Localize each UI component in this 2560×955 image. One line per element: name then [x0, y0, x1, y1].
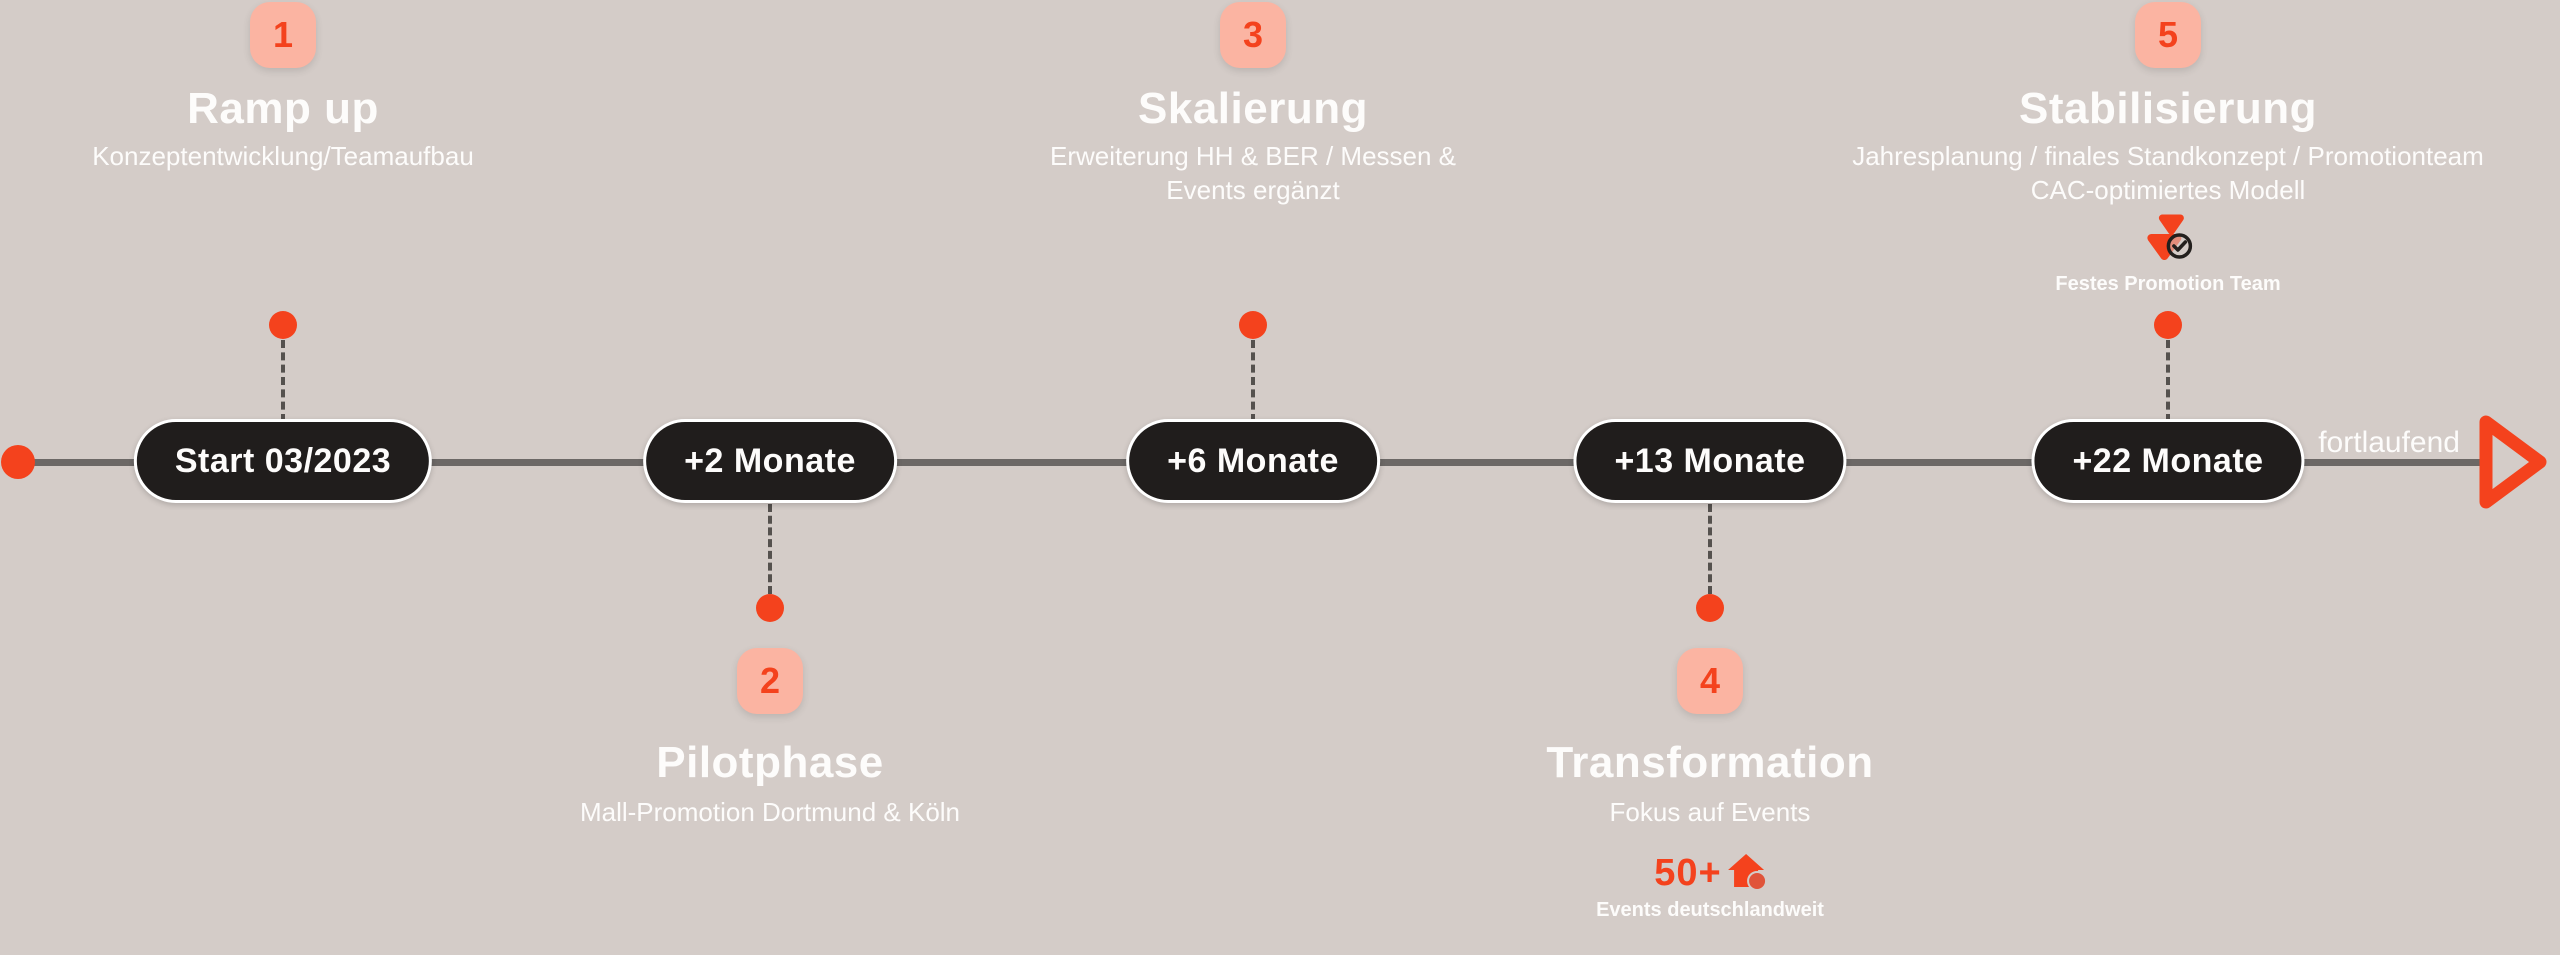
dashed-connector: [281, 340, 285, 422]
milestone-label: +6 Monate: [1167, 441, 1339, 480]
phase-title: Ramp up: [187, 84, 379, 133]
phase-number-badge: 4: [1677, 648, 1743, 714]
phase-subtitle: Events ergänzt: [1166, 175, 1340, 205]
phase-title: Stabilisierung: [2019, 84, 2317, 133]
events-label: Events deutschlandweit: [1596, 899, 1824, 921]
timeline-dot: [269, 311, 297, 339]
milestone-label: +13 Monate: [1614, 441, 1806, 480]
phase-number-badge: 3: [1220, 2, 1286, 68]
milestone-label: +22 Monate: [2072, 441, 2264, 480]
milestone-label: +2 Monate: [684, 441, 856, 480]
phase-number-badge: 5: [2135, 2, 2201, 68]
phase-title: Skalierung: [1138, 84, 1368, 133]
timeline-dot: [756, 594, 784, 622]
phase-subtitle: Erweiterung HH & BER / Messen &: [1049, 141, 1457, 171]
milestone-pill: +22 Monate: [2031, 419, 2305, 503]
phase-number: 4: [1699, 660, 1721, 701]
phase-subtitle: Fokus auf Events: [1609, 797, 1811, 827]
timeline-start-dot: [1, 445, 35, 479]
phase-number: 1: [272, 14, 294, 55]
phase-number: 5: [2157, 14, 2179, 55]
phase-title: Transformation: [1546, 738, 1874, 787]
team-callout: Festes Promotion Team: [2055, 212, 2281, 296]
timeline-dot: [1239, 311, 1267, 339]
events-callout: 50+ Events deutschlandweit: [1596, 852, 1824, 922]
phase-number-badge: 1: [250, 2, 316, 68]
dashed-connector: [1251, 340, 1255, 422]
events-count: 50+: [1654, 852, 1722, 894]
phase-subtitle: Mall-Promotion Dortmund & Köln: [579, 797, 961, 827]
timeline-dot: [2154, 311, 2182, 339]
ongoing-label: fortlaufend: [2318, 426, 2460, 459]
milestone-pill: +2 Monate: [643, 419, 897, 503]
phase-subtitle: CAC-optimiertes Modell: [2030, 175, 2306, 205]
milestone-pill: +13 Monate: [1573, 419, 1847, 503]
milestone-label: Start 03/2023: [174, 441, 392, 480]
phase-number: 3: [1242, 14, 1264, 55]
dashed-connector: [2166, 340, 2170, 422]
dashed-connector: [768, 504, 772, 594]
phase-number-badge: 2: [737, 648, 803, 714]
phase-subtitle: Konzeptentwicklung/Teamaufbau: [92, 141, 474, 171]
phase-number: 2: [759, 660, 781, 701]
milestone-pill: +6 Monate: [1126, 419, 1380, 503]
phase-title: Pilotphase: [656, 738, 884, 787]
team-label: Festes Promotion Team: [2055, 273, 2281, 295]
events-stat-row: 50+: [1654, 852, 1767, 895]
phase-subtitle: Jahresplanung / finales Standkonzept / P…: [1852, 141, 2484, 171]
milestone-pill: Start 03/2023: [133, 419, 433, 503]
team-check-icon: [2144, 212, 2192, 269]
timeline-dot: [1696, 594, 1724, 622]
house-icon: [1726, 852, 1767, 895]
dashed-connector: [1708, 504, 1712, 594]
play-arrow-icon: [2470, 408, 2554, 521]
